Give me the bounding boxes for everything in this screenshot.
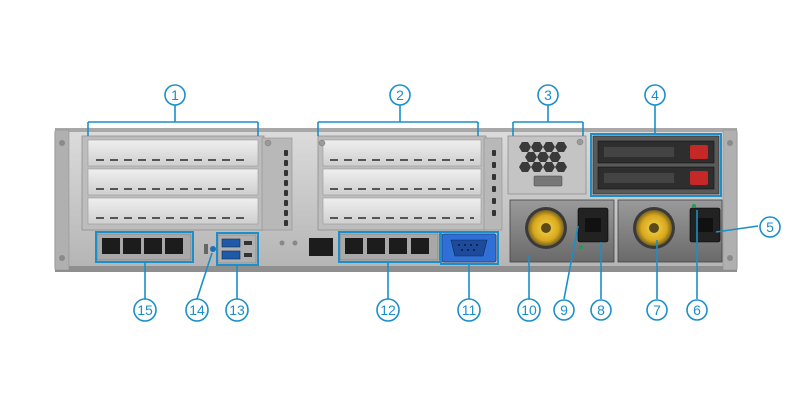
callout-10: 10 xyxy=(517,298,541,322)
callout-1: 1 xyxy=(164,84,186,106)
callout-9-label: 9 xyxy=(560,302,568,318)
callout-10-label: 10 xyxy=(521,302,537,318)
callout-14: 14 xyxy=(185,298,209,322)
ethernet-port-icon xyxy=(102,238,183,254)
fan-icon xyxy=(636,210,672,246)
callouts: 1 2 3 4 5 6 7 8 xyxy=(133,84,781,322)
callout-9: 9 xyxy=(553,299,575,321)
callout-11-label: 11 xyxy=(462,302,477,318)
callout-4-label: 4 xyxy=(651,87,659,103)
callout-13-label: 13 xyxy=(229,302,245,318)
callout-15: 15 xyxy=(133,298,157,322)
management-port xyxy=(279,238,333,256)
callout-3-label: 3 xyxy=(544,87,552,103)
callout-5-label: 5 xyxy=(766,219,774,235)
ethernet-ports-embedded xyxy=(339,233,439,261)
pcie-riser-2 xyxy=(317,135,503,231)
callout-2-label: 2 xyxy=(396,87,404,103)
drive-cage xyxy=(592,135,720,195)
callout-8-label: 8 xyxy=(597,302,605,318)
highlight-boxes xyxy=(95,133,722,266)
callout-12-label: 12 xyxy=(380,302,396,318)
callout-6: 6 xyxy=(686,299,708,321)
power-supply-2 xyxy=(617,199,723,263)
uid-indicator xyxy=(204,244,216,254)
callout-4: 4 xyxy=(644,84,666,106)
power-socket-icon xyxy=(577,207,609,243)
callout-7: 7 xyxy=(646,299,668,321)
fan-icon xyxy=(528,210,564,246)
power-supply-1 xyxy=(509,199,615,263)
pcie-riser-1 xyxy=(81,135,293,231)
callout-7-label: 7 xyxy=(653,302,661,318)
usb-ports xyxy=(217,234,257,264)
callout-12: 12 xyxy=(376,298,400,322)
callout-14-label: 14 xyxy=(189,302,205,318)
usb-port-icon xyxy=(221,238,241,260)
highlight-drive-bays xyxy=(590,133,722,197)
pcie-riser-3 xyxy=(507,135,587,195)
vga-port-icon xyxy=(441,233,497,263)
callout-8: 8 xyxy=(590,299,612,321)
callout-5: 5 xyxy=(759,216,781,238)
callout-1-label: 1 xyxy=(171,87,179,103)
callout-6-label: 6 xyxy=(693,302,701,318)
ethernet-ports-left xyxy=(96,233,192,261)
leader-lines xyxy=(87,105,759,300)
power-socket-icon xyxy=(689,207,721,243)
callout-15-label: 15 xyxy=(137,302,153,318)
callout-3: 3 xyxy=(537,84,559,106)
callout-2: 2 xyxy=(389,84,411,106)
callout-11: 11 xyxy=(457,298,481,322)
callout-13: 13 xyxy=(225,298,249,322)
